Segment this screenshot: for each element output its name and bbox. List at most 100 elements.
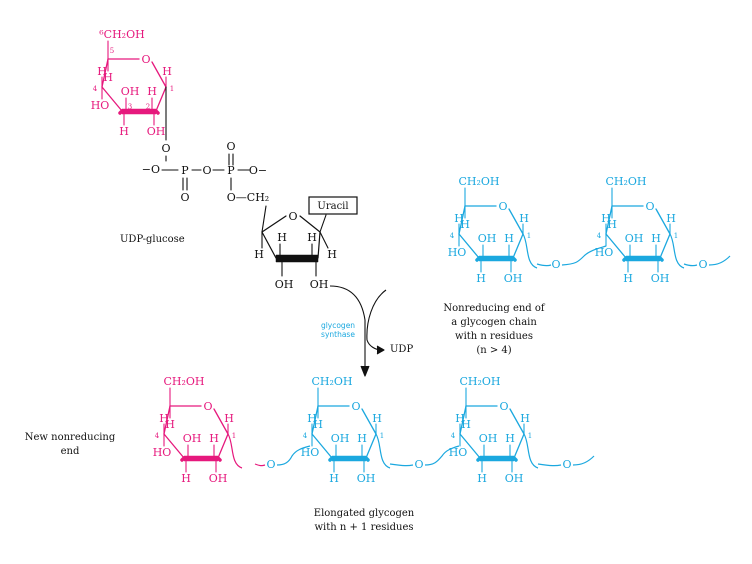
hydrogen-label: H [607,218,617,231]
glycosidic-oxygen: O [562,458,571,471]
hydroxyl-label: OH [505,472,524,485]
ring-front-edge [331,455,367,462]
enzyme-label-line1: glycogen [321,321,355,330]
new-nonreducing-label-line2: end [61,446,80,457]
hydroxyl-label: HO [301,446,320,459]
hydroxyl-label: HO [448,246,467,259]
ring-number: 5 [110,47,114,55]
ring-bond [459,405,467,435]
ring-bond [513,433,525,459]
hydroxyl-label: OH [651,272,670,285]
hydroxyl-label: OH [147,125,166,138]
ch2oh-label: CH₂OH [311,375,352,388]
ring-bond [261,215,287,233]
ring-bond [459,433,481,459]
ring-bond [605,205,613,235]
hydrogen-label: H [147,85,157,98]
ch2oh-label: CH₂OH [459,375,500,388]
glycosidic-oxygen: O [266,458,275,471]
hydrogen-label: H [307,231,317,244]
glycosidic-bond [254,463,266,467]
glycosidic-bond [227,433,243,469]
ring-number: 4 [450,232,455,240]
hydroxyl-label: HO [153,446,172,459]
hydrogen-label: H [159,412,169,425]
hydroxyl-label: OH [275,278,294,291]
hydroxyl-label: OH [310,278,329,291]
hydrogen-label: H [623,272,633,285]
ring-front-edge [658,256,664,262]
ring-number: 4 [597,232,602,240]
hydrogen-label: H [357,432,367,445]
hydrogen-label: H [461,418,471,431]
hydrogen-label: H [119,125,129,138]
ring-front-edge [512,456,518,462]
ch2oh-label: CH₂OH [163,375,204,388]
new-nonreducing-label-line1: New nonreducing [25,432,116,443]
ring-oxygen: O [498,200,507,213]
hydroxyl-label: OH [625,232,644,245]
ring-front-edge [476,456,482,462]
elongated-label-line2: with n + 1 residues [314,522,413,533]
ring-bond [361,408,377,435]
enzyme-label-line2: synthase [321,330,355,339]
uracil-label: Uracil [317,201,348,212]
glycosidic-bond [536,263,552,267]
ring-front-edge [364,456,370,462]
hydrogen-label: H [224,412,234,425]
ring-bond [311,405,319,435]
hydrogen-label: H [372,412,382,425]
hydrogen-label: H [329,472,339,485]
ring-front-edge [475,256,481,262]
glycosidic-bond [708,255,731,266]
hydroxyl-label: OH [478,232,497,245]
hydrogen-label: H [477,472,487,485]
ring-bond [213,408,229,435]
bond-line [319,231,329,249]
hydrogen-label: H [254,248,264,261]
hydrogen-label: H [162,65,172,78]
ribose-oxygen: O [288,210,297,223]
ring-oxygen: O [203,400,212,413]
glycosidic-oxygen: O [414,458,423,471]
ch2oh-label: CH₂OH [458,175,499,188]
ring-front-edge [216,456,222,462]
glycosidic-bond [424,445,460,466]
ring-front-edge [328,456,334,462]
glycosidic-bond [683,263,698,267]
ring-front-edge [275,254,319,263]
ring-front-edge [180,456,186,462]
ring-bond [261,231,277,259]
hydrogen-label: H [313,418,323,431]
ring-front-edge [625,255,661,262]
glycosidic-bond [522,233,538,269]
side-product-arrow [366,289,387,351]
hydroxyl-label: HO [595,246,614,259]
ring-number: 1 [527,232,531,240]
ring-front-edge [154,109,160,115]
glycosidic-bond [669,233,685,269]
hydroxyl-label: OH [183,432,202,445]
ring-oxygen: O [351,400,360,413]
ring-bond [509,408,525,435]
hydrogen-label: H [307,412,317,425]
ring-bond [365,433,377,459]
hydrogen-label: H [454,212,464,225]
nonreducing-label-line4: (n > 4) [476,345,511,356]
bond-line [261,205,267,233]
arrowhead [360,365,370,377]
phosphorus-2: P [227,164,235,177]
phosphate-oxygen-charged: −O [142,163,160,176]
bond-line [319,214,327,233]
hydrogen-label: H [476,272,486,285]
ring-bond [317,231,321,259]
glycosidic-bond [389,463,414,467]
uracil-box [308,196,358,215]
ring-number: 2 [146,103,150,111]
hydrogen-label: H [601,212,611,225]
